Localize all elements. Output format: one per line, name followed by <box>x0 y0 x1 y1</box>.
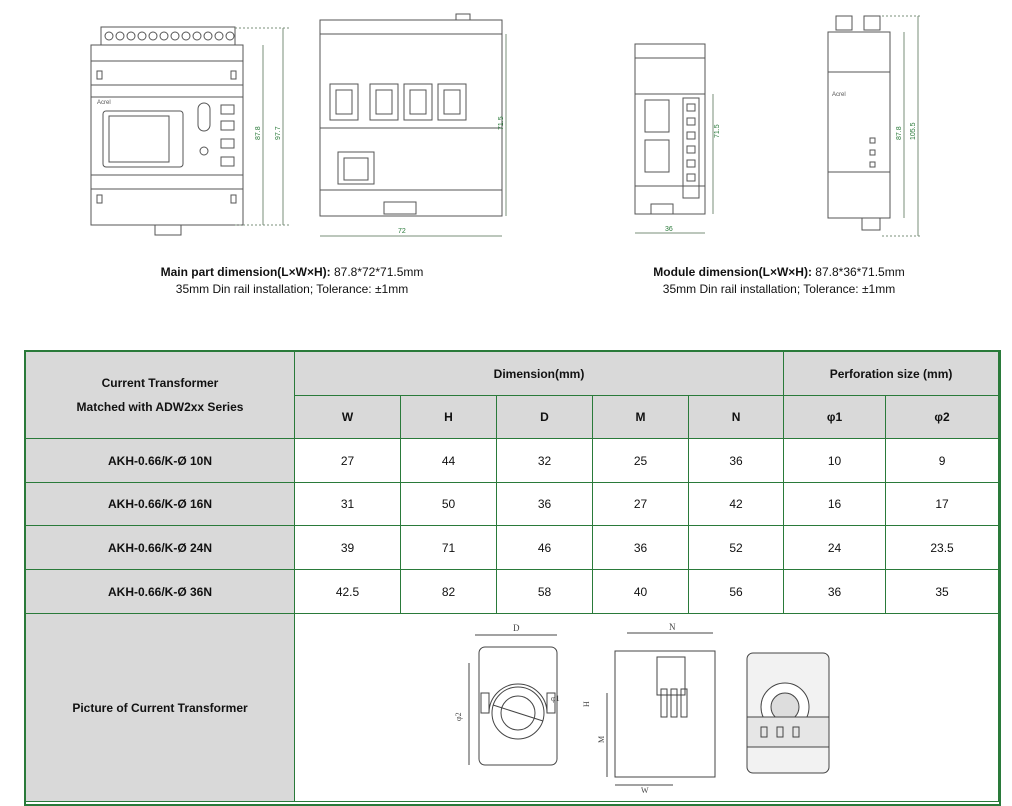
svg-text:71.5: 71.5 <box>714 124 721 138</box>
cell-h: 82 <box>400 569 497 614</box>
svg-text:H: H <box>582 701 591 707</box>
main-dimension-caption: Main part dimension(L×W×H): 87.8*72*71.5… <box>82 264 502 298</box>
svg-text:N: N <box>669 623 676 632</box>
cell-m: 27 <box>592 482 689 526</box>
svg-text:71.5: 71.5 <box>498 116 505 130</box>
row-model: AKH-0.66/K-Ø 10N <box>25 438 295 483</box>
cell-w: 42.5 <box>294 569 401 614</box>
svg-text:M: M <box>597 735 606 742</box>
main-dimension-value: 87.8*72*71.5mm <box>330 265 424 279</box>
col-header-h: H <box>400 395 497 439</box>
ct-title-line1: Current Transformer <box>101 376 219 390</box>
cell-phi2: 35 <box>885 569 1000 614</box>
ct-drawing: D N φ1 φ2 M W H <box>454 623 830 793</box>
cell-phi2: 17 <box>885 482 1000 526</box>
col-header-d: D <box>496 395 593 439</box>
cell-h: 71 <box>400 525 497 570</box>
cell-phi1: 10 <box>783 438 887 483</box>
picture-row: Picture of Current Transformer <box>25 613 1000 802</box>
row-model: AKH-0.66/K-Ø 24N <box>25 525 295 570</box>
svg-text:36: 36 <box>665 226 673 233</box>
cell-n: 42 <box>687 482 785 526</box>
svg-text:105.5: 105.5 <box>910 122 917 140</box>
cell-h: 44 <box>400 438 497 483</box>
picture-label: Picture of Current Transformer <box>25 613 295 802</box>
cell-d: 32 <box>496 438 593 483</box>
col-header-phi2: φ2 <box>885 395 1000 439</box>
ct-title-cell: Current Transformer Matched with ADW2xx … <box>25 351 295 439</box>
main-dimension-label: Main part dimension(L×W×H): <box>160 265 331 279</box>
module-dimension-label: Module dimension(L×W×H): <box>653 265 812 279</box>
cell-m: 40 <box>592 569 689 614</box>
main-installation-note: 35mm Din rail installation; Tolerance: ±… <box>175 282 409 296</box>
svg-text:97.7: 97.7 <box>275 126 282 140</box>
svg-text:D: D <box>513 623 520 633</box>
module-side-drawing: Acrel 87.8 105.5 <box>827 15 922 237</box>
svg-text:87.8: 87.8 <box>255 126 262 140</box>
module-dimension-value: 87.8*36*71.5mm <box>811 265 905 279</box>
row-model: AKH-0.66/K-Ø 36N <box>25 569 295 614</box>
cell-phi1: 24 <box>783 525 887 570</box>
table-row: AKH-0.66/K-Ø 16N 31 50 36 27 42 16 17 <box>25 482 1000 526</box>
svg-text:φ2: φ2 <box>454 712 463 721</box>
cell-d: 58 <box>496 569 593 614</box>
cell-m: 36 <box>592 525 689 570</box>
svg-text:87.8: 87.8 <box>896 126 903 140</box>
cell-n: 52 <box>687 525 785 570</box>
cell-phi1: 36 <box>783 569 887 614</box>
ct-title-line2: Matched with ADW2xx Series <box>76 400 244 414</box>
svg-text:Acrel: Acrel <box>97 100 111 106</box>
cell-d: 46 <box>496 525 593 570</box>
table-row: AKH-0.66/K-Ø 10N 27 44 32 25 36 10 9 <box>25 438 1000 483</box>
col-header-m: M <box>592 395 689 439</box>
cell-d: 36 <box>496 482 593 526</box>
cell-phi2: 23.5 <box>885 525 1000 570</box>
col-header-w: W <box>294 395 401 439</box>
cell-w: 39 <box>294 525 401 570</box>
col-header-n: N <box>687 395 785 439</box>
main-front-drawing: Acrel 87.8 97.7 <box>90 26 290 236</box>
svg-text:W: W <box>641 786 649 793</box>
cell-w: 31 <box>294 482 401 526</box>
module-front-drawing: 36 71.5 <box>634 43 721 234</box>
svg-text:Acrel: Acrel <box>832 92 846 98</box>
col-header-phi1: φ1 <box>783 395 887 439</box>
svg-text:φ1: φ1 <box>551 694 560 703</box>
perforation-header: Perforation size (mm) <box>783 351 1000 396</box>
ct-spec-table: Current Transformer Matched with ADW2xx … <box>25 351 1000 802</box>
module-installation-note: 35mm Din rail installation; Tolerance: ±… <box>662 282 896 296</box>
cell-m: 25 <box>592 438 689 483</box>
cell-n: 56 <box>687 569 785 614</box>
main-side-drawing: 72 71.5 <box>319 13 507 237</box>
row-model: AKH-0.66/K-Ø 16N <box>25 482 295 526</box>
dimension-header: Dimension(mm) <box>293 351 785 396</box>
table-row: AKH-0.66/K-Ø 24N 39 71 46 36 52 24 23.5 <box>25 525 1000 570</box>
cell-h: 50 <box>400 482 497 526</box>
module-dimension-caption: Module dimension(L×W×H): 87.8*36*71.5mm … <box>569 264 989 298</box>
ct-picture-cell: D N φ1 φ2 M W H <box>293 613 1000 802</box>
svg-text:72: 72 <box>398 228 406 235</box>
cell-n: 36 <box>687 438 785 483</box>
cell-phi2: 9 <box>885 438 1000 483</box>
cell-phi1: 16 <box>783 482 887 526</box>
table-row: AKH-0.66/K-Ø 36N 42.5 82 58 40 56 36 35 <box>25 569 1000 614</box>
cell-w: 27 <box>294 438 401 483</box>
